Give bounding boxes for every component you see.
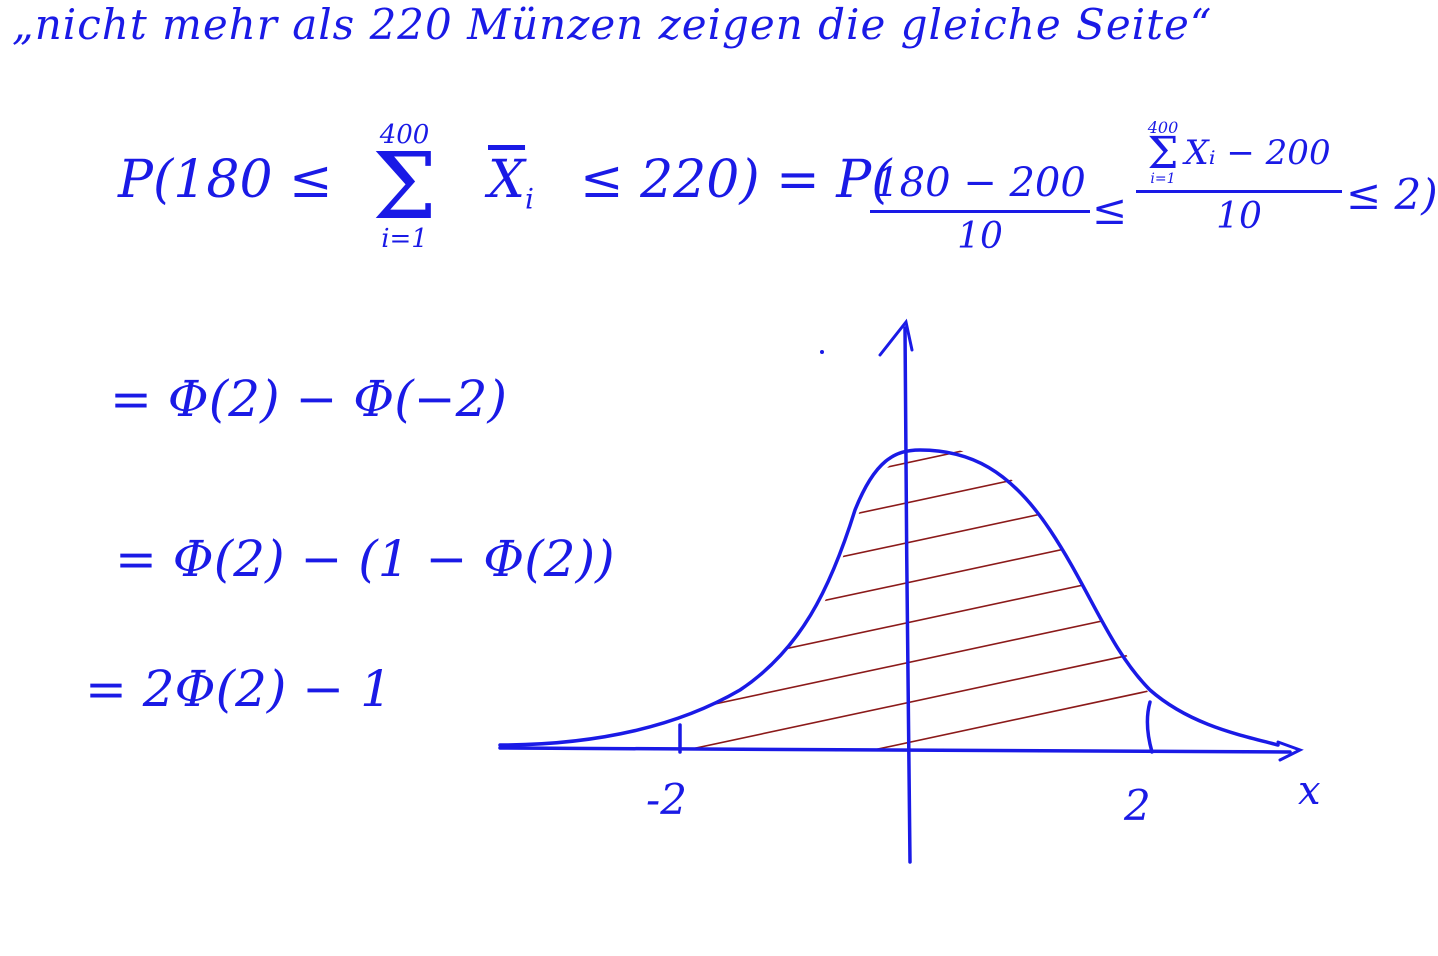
y-axis [903,326,912,864]
variable-subscript: i [525,182,534,216]
fraction-right: 400 Σ i=1 Xᵢ − 200 10 [1136,120,1342,237]
fraction-left-numerator: 180 − 200 [874,160,1086,206]
x-axis-arrow [1276,740,1304,762]
fraction-right-numerator: 400 Σ i=1 Xᵢ − 200 [1147,118,1331,187]
tick-label-right: 2 [1123,781,1151,830]
sum-operator: 400 Σ i=1 [372,122,437,252]
leq-symbol: ≤ [1092,185,1128,234]
sum-lower-limit: i=1 [381,224,428,254]
x-axis-label: x [1298,768,1321,814]
tick-right [1145,700,1154,754]
fraction-left: 180 − 200 10 [870,160,1090,257]
sigma-symbol: Σ [372,133,438,240]
hatch-lines [680,448,1150,750]
sum-upper-limit: 400 [379,120,430,150]
step-3: = 2Φ(2) − 1 [85,660,392,718]
fraction-left-denominator: 10 [957,216,1003,257]
fraction-right-denominator: 10 [1216,196,1262,237]
bell-curve [498,448,1280,747]
stray-dot [820,350,824,354]
fraction-right-num-rest: Xᵢ − 200 [1184,133,1331,173]
step-2: = Φ(2) − (1 − Φ(2)) [115,530,615,588]
fraction-right-sum-lower: i=1 [1150,171,1176,187]
tick-label-left: -2 [646,775,687,824]
fraction-right-sum: 400 Σ i=1 [1147,118,1179,187]
probability-lhs-suffix: ≤ 220) = P( [580,150,892,210]
heading-text: „nicht mehr als 220 Münzen zeigen die gl… [12,0,1213,49]
fraction-right-sum-upper: 400 [1147,118,1179,137]
y-axis-arrow [878,318,914,357]
fraction-right-sigma: Σ [1147,128,1179,179]
probability-rhs-suffix: ≤ 2) [1346,170,1438,219]
fraction-left-bar [870,210,1090,213]
step-1: = Φ(2) − Φ(−2) [110,370,507,428]
variable-x: X [488,150,526,210]
random-variable: Xi [488,150,534,215]
fraction-right-bar [1136,190,1342,193]
x-axis [498,746,1292,754]
probability-lhs-prefix: P(180 ≤ [118,150,333,210]
